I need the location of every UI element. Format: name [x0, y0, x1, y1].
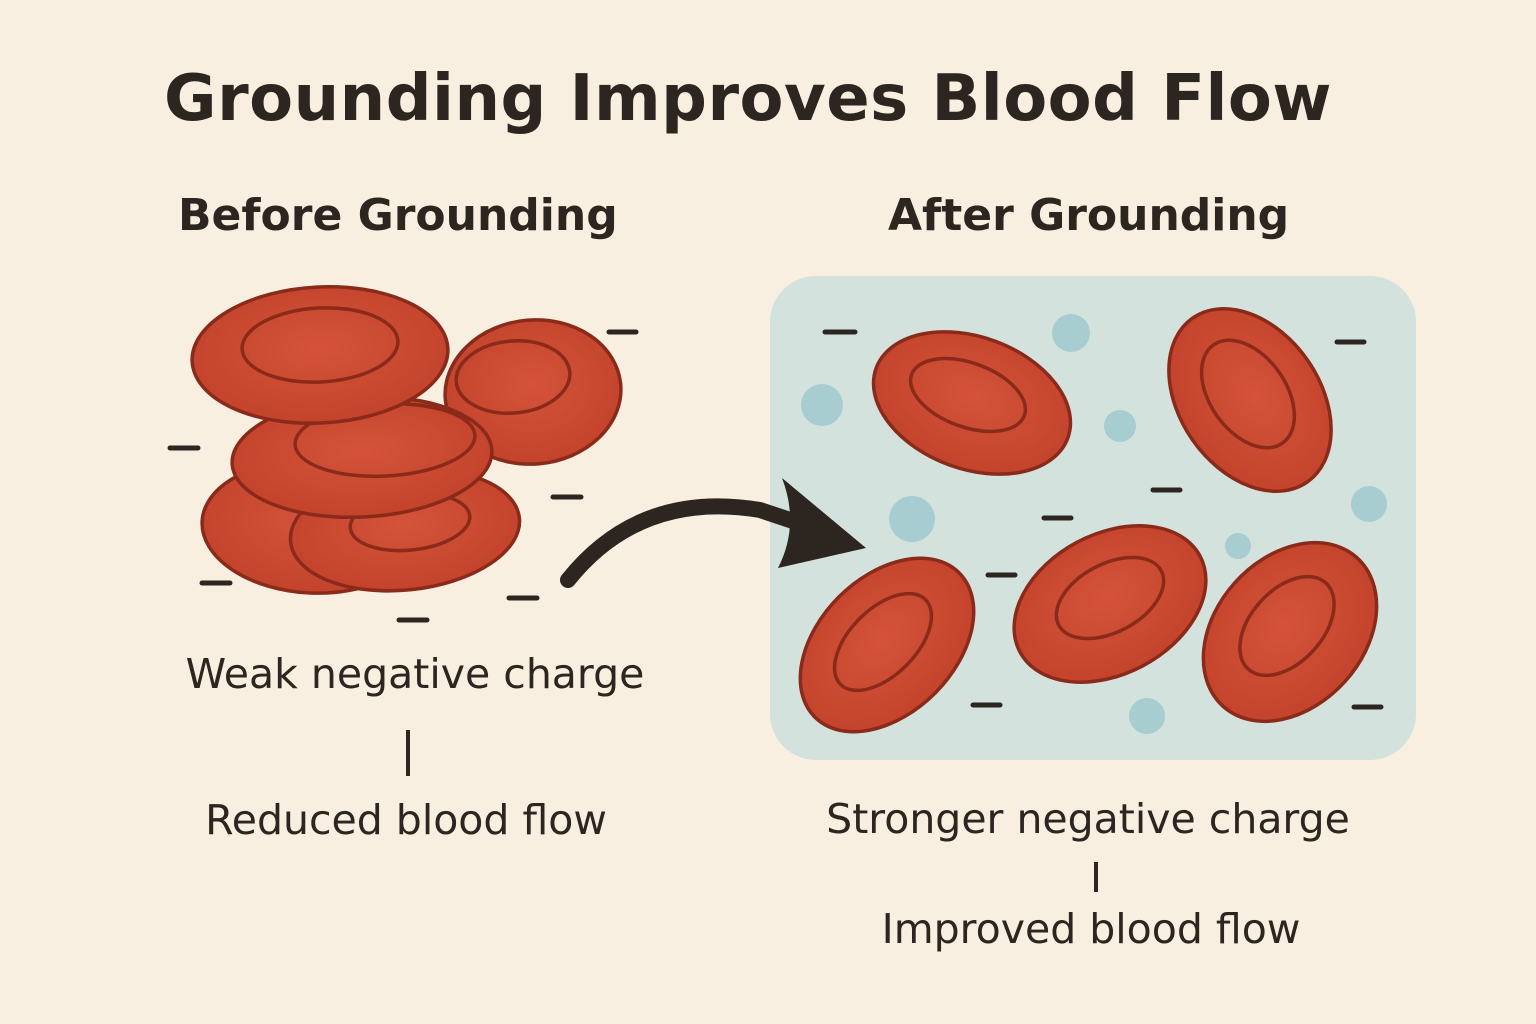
before-connector — [406, 730, 410, 776]
curved-arrow-icon — [560, 478, 866, 588]
particle-icon — [801, 384, 843, 426]
clumped-cells — [190, 285, 623, 595]
before-heading: Before Grounding — [178, 190, 618, 241]
red-blood-cell-icon — [443, 318, 623, 466]
separated-cells — [798, 307, 1379, 734]
page-title: Grounding Improves Blood Flow — [164, 62, 1332, 136]
particle-icon — [1052, 314, 1090, 352]
after-heading: After Grounding — [888, 190, 1290, 241]
particle-icon — [1129, 698, 1165, 734]
particle-icon — [889, 496, 935, 542]
red-blood-cell-icon — [871, 330, 1073, 476]
red-blood-cell-icon — [1201, 540, 1379, 724]
before-charge-text: Weak negative charge — [185, 650, 645, 698]
particle-icon — [1351, 486, 1387, 522]
particles — [801, 314, 1387, 734]
negative-charges — [167, 329, 1384, 710]
red-blood-cell-icon — [1167, 307, 1333, 493]
after-connector — [1094, 862, 1098, 892]
after-charge-text: Stronger negative charge — [826, 795, 1350, 843]
before-flow-text: Reduced blood flow — [205, 796, 607, 844]
red-blood-cell-icon — [1012, 524, 1208, 684]
red-blood-cell-icon — [190, 285, 450, 425]
red-blood-cell-icon — [798, 556, 976, 734]
particle-icon — [1104, 410, 1136, 442]
after-flow-text: Improved blood flow — [881, 905, 1301, 953]
particle-icon — [1225, 533, 1251, 559]
